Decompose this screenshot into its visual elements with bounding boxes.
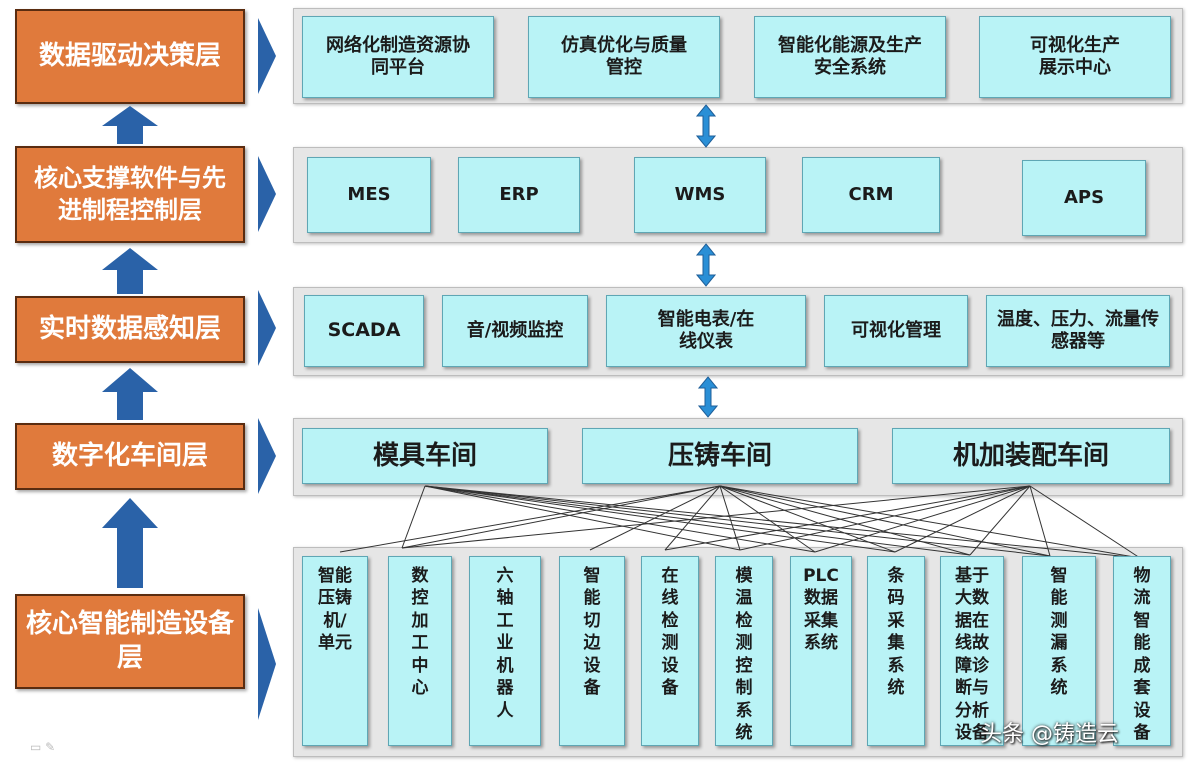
sensing-box-meter: 智能电表/在线仪表: [606, 295, 806, 367]
workshop-box-mold: 模具车间: [302, 428, 548, 484]
decision-box-4: 可视化生产展示中心: [979, 16, 1171, 98]
pointer-triangle-sensing: [258, 290, 276, 366]
equipment-box-1: 智能压铸机/单元: [302, 556, 368, 746]
double-arrow-icon: [696, 104, 716, 148]
equipment-box-8: 条码采集系统: [867, 556, 925, 746]
pointer-triangle-software: [258, 156, 276, 232]
up-arrow-icon: [102, 368, 158, 420]
workshop-box-machining: 机加装配车间: [892, 428, 1170, 484]
decision-box-3: 智能化能源及生产安全系统: [754, 16, 946, 98]
equipment-box-10: 智能测漏系统: [1022, 556, 1096, 746]
software-box-mes: MES: [307, 157, 431, 233]
software-box-aps: APS: [1022, 160, 1146, 236]
software-box-crm: CRM: [802, 157, 940, 233]
toolbar-icons: ▭ ✎: [30, 740, 56, 754]
software-box-wms: WMS: [634, 157, 766, 233]
equipment-box-5: 在线检测设备: [641, 556, 699, 746]
sensing-box-scada: SCADA: [304, 295, 424, 367]
layer-label-equipment: 核心智能制造设备层: [15, 594, 245, 689]
sensing-box-video: 音/视频监控: [442, 295, 588, 367]
layer-label-decision: 数据驱动决策层: [15, 9, 245, 104]
equipment-box-11: 物流智能成套设备: [1113, 556, 1171, 746]
equipment-box-9: 基于大数据在线故障诊断与分析设备: [940, 556, 1004, 746]
pointer-triangle-equipment: [258, 608, 276, 720]
equipment-box-2: 数控加工中心: [388, 556, 452, 746]
sensing-box-sensors: 温度、压力、流量传感器等: [986, 295, 1170, 367]
double-arrow-icon: [698, 376, 718, 418]
up-arrow-icon: [102, 498, 158, 588]
equipment-box-7: PLC数据采集系统: [790, 556, 852, 746]
equipment-box-3: 六轴工业机器人: [469, 556, 541, 746]
decision-box-1: 网络化制造资源协同平台: [302, 16, 494, 98]
up-arrow-icon: [102, 248, 158, 294]
pointer-triangle-workshop: [258, 418, 276, 494]
watermark-text: 头条 @铸造云: [980, 722, 1119, 747]
layer-label-workshop: 数字化车间层: [15, 423, 245, 490]
double-arrow-icon: [696, 243, 716, 287]
equipment-box-6: 模温检测控制系统: [715, 556, 773, 746]
pointer-triangle-decision: [258, 18, 276, 94]
workshop-box-diecast: 压铸车间: [582, 428, 858, 484]
decision-box-2: 仿真优化与质量管控: [528, 16, 720, 98]
up-arrow-icon: [102, 106, 158, 144]
equipment-box-4: 智能切边设备: [559, 556, 625, 746]
layer-label-sensing: 实时数据感知层: [15, 296, 245, 363]
sensing-box-visual: 可视化管理: [824, 295, 968, 367]
software-box-erp: ERP: [458, 157, 580, 233]
layer-label-software: 核心支撑软件与先进制程控制层: [15, 146, 245, 243]
